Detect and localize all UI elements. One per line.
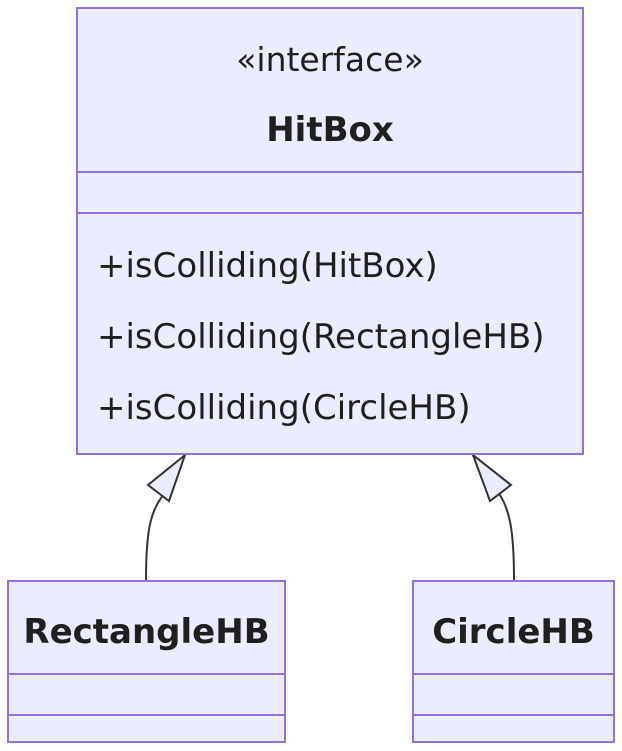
hitbox-header: «interface» HitBox xyxy=(78,9,582,173)
circlehb-header: CircleHB xyxy=(414,582,613,675)
rectanglehb-class-name: RectangleHB xyxy=(23,612,270,652)
rectanglehb-class-box[interactable]: RectangleHB xyxy=(7,580,286,743)
method-is-colliding-hitbox: +isColliding(HitBox) xyxy=(97,246,438,286)
hitbox-attributes xyxy=(78,173,582,214)
method-is-colliding-rectanglehb: +isColliding(RectangleHB) xyxy=(97,317,545,357)
circlehb-class-name: CircleHB xyxy=(432,612,595,652)
hitbox-class-box[interactable]: «interface» HitBox +isColliding(HitBox) … xyxy=(76,7,584,455)
circlehb-methods xyxy=(414,716,613,741)
interface-stereotype: «interface» xyxy=(236,40,424,79)
hitbox-class-name: HitBox xyxy=(266,110,394,150)
circlehb-class-box[interactable]: CircleHB xyxy=(412,580,615,743)
rectanglehb-methods xyxy=(9,716,284,741)
edge-rectanglehb-to-hitbox xyxy=(145,486,172,581)
hitbox-methods: +isColliding(HitBox) +isColliding(Rectan… xyxy=(78,214,582,428)
edge-circlehb-to-hitbox xyxy=(493,486,515,581)
method-is-colliding-circlehb: +isColliding(CircleHB) xyxy=(97,388,471,428)
realization-arrowhead-circlehb xyxy=(470,452,513,503)
realization-arrowhead-rectanglehb xyxy=(146,452,188,503)
rectanglehb-attributes xyxy=(9,675,284,716)
rectanglehb-header: RectangleHB xyxy=(9,582,284,675)
circlehb-attributes xyxy=(414,675,613,716)
